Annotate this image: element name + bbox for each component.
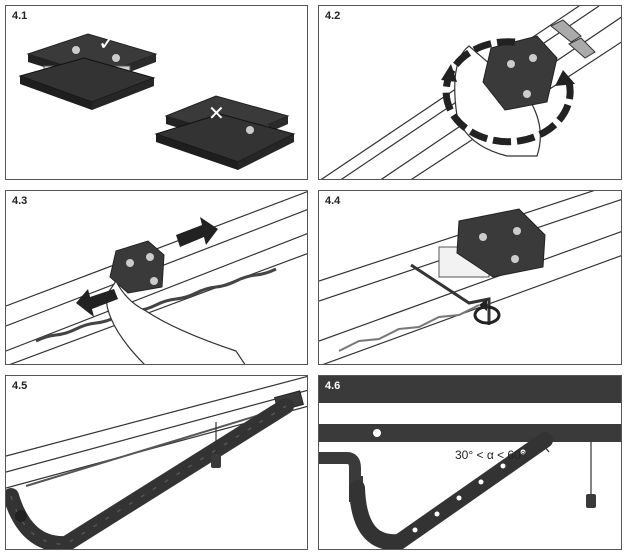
step-number: 4.6 (325, 380, 341, 392)
step-number: 4.2 (325, 10, 341, 22)
carriage-insertion-illustration (6, 191, 307, 364)
step-number: 4.5 (12, 380, 28, 392)
step-number: 4.4 (325, 195, 341, 207)
correct-assembly (18, 33, 158, 110)
step-number: 4.3 (12, 195, 28, 207)
step-panel-4-3: 4.3 (5, 190, 308, 365)
step-panel-4-4: 4.4 (318, 190, 622, 365)
rail-rotation-illustration (320, 6, 621, 179)
carriage-fitting-illustration: ✓ ✕ (18, 31, 296, 170)
step-panel-4-2: 4.2 (318, 5, 622, 180)
step-panel-4-1: 4.1 ✓ ✕ (5, 5, 308, 180)
step-number: 4.1 (12, 10, 28, 22)
check-mark-icon: ✓ (98, 31, 116, 56)
wrong-assembly (154, 95, 296, 170)
cross-mark-icon: ✕ (208, 101, 225, 125)
screw-adjustment-illustration (319, 191, 621, 364)
arm-angle-illustration (319, 376, 621, 549)
step-panel-4-6: 4.6 30° < α < 60° (318, 375, 622, 550)
angle-range-label: 30° < α < 60° (455, 448, 526, 462)
step-panel-4-5: 4.5 (5, 375, 308, 550)
arm-connection-illustration (6, 376, 307, 549)
